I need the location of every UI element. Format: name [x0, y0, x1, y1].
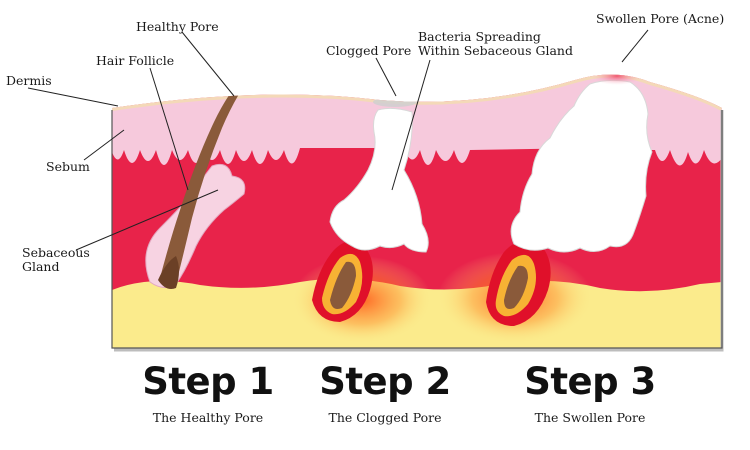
hair-shaft	[160, 74, 264, 286]
healthy-pore-illustration	[145, 74, 264, 289]
label-swollen-pore: Swollen Pore (Acne)	[596, 11, 725, 26]
step-1-title: Step 1	[142, 360, 274, 403]
label-bacteria-spreading: Bacteria Spreading Within Sebaceous Glan…	[418, 29, 573, 58]
swollen-sebum-mass	[510, 79, 653, 253]
label-sebaceous-gland: Sebaceous Gland	[22, 245, 90, 274]
label-sebum: Sebum	[46, 159, 90, 174]
skin-surface	[112, 74, 722, 111]
label-hair-follicle: Hair Follicle	[96, 53, 175, 68]
step-3-title: Step 3	[524, 360, 656, 403]
skin-cross-section	[112, 74, 722, 348]
label-clogged-pore: Clogged Pore	[326, 43, 412, 58]
step-3-subtitle: The Swollen Pore	[534, 410, 646, 425]
leader-lines	[27, 29, 649, 251]
label-healthy-pore: Healthy Pore	[136, 19, 219, 34]
swollen-pore-illustration	[437, 74, 653, 344]
step-2-title: Step 2	[319, 360, 451, 403]
step-1-subtitle: The Healthy Pore	[152, 410, 264, 425]
clogged-pore-illustration	[292, 97, 432, 344]
clogged-sebum-plug	[329, 107, 429, 253]
step-2-subtitle: The Clogged Pore	[328, 410, 442, 425]
label-dermis: Dermis	[6, 73, 52, 88]
